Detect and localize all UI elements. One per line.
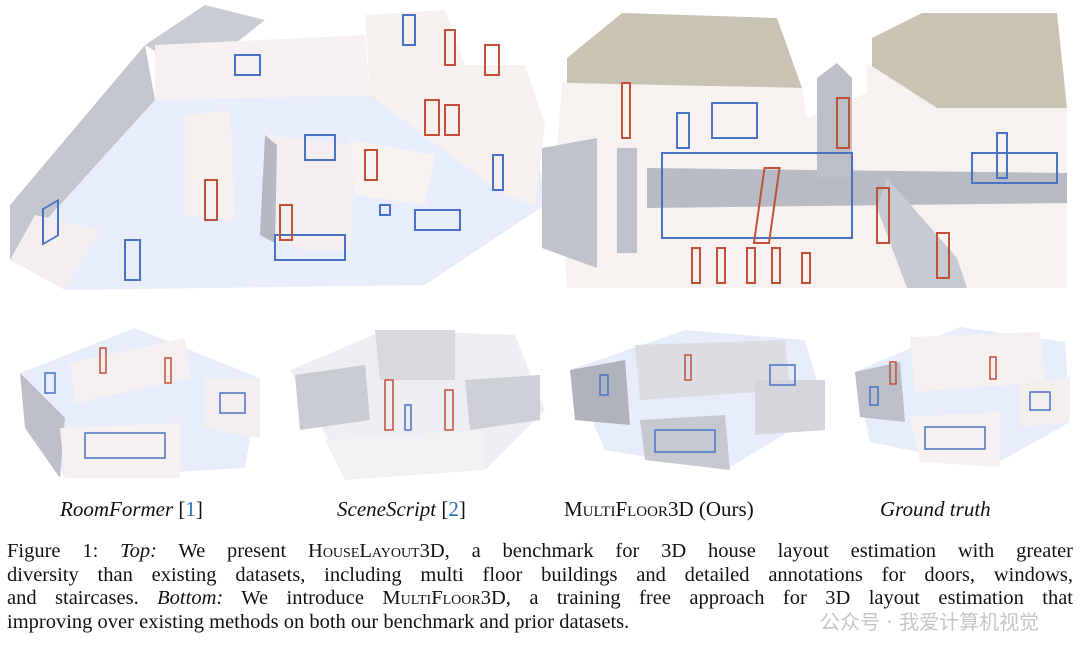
ground-truth-render [855,327,1070,467]
top-left-house-render [10,5,545,290]
citation-link[interactable]: 2 [448,497,459,521]
top-right-house-render [542,13,1067,288]
caption-line-1: Figure 1: Top: We present HouseLayout3D,… [7,540,1073,564]
multifloor3d-render [570,330,825,470]
label-ground-truth: Ground truth [880,497,991,522]
citation-link[interactable]: 1 [185,497,196,521]
method-name: SceneScript [337,497,437,521]
watermark: 公众号 · 我爱计算机视觉 [820,610,1040,634]
figure-number: Figure 1: [7,540,121,562]
caption-line-2: diversity than existing datasets, includ… [7,563,1073,586]
scenescript-render [290,330,545,480]
caption-top-label: Top: [120,540,157,562]
method-name: MultiFloor3D [382,587,506,609]
caption-text: , a training free approach for 3D layout… [505,587,1073,609]
caption-line-4: improving over existing methods on both … [7,610,630,633]
caption-text: and staircases. [7,587,158,609]
figure-caption: Figure 1: Top: We present HouseLayout3D,… [7,540,1073,634]
roomformer-render [20,328,260,478]
method-name: MultiFloor3D [564,497,694,521]
method-name: RoomFormer [60,497,174,521]
caption-text: We introduce [223,587,383,609]
caption-text: , a benchmark for 3D house layout estima… [444,540,1074,562]
label-scenescript: SceneScript [2] [337,497,466,521]
label-multifloor3d: MultiFloor3D (Ours) [564,497,754,522]
caption-bottom-label: Bottom: [157,587,224,609]
method-name: Ground truth [880,497,991,521]
benchmark-name: HouseLayout3D [308,540,445,562]
method-suffix: (Ours) [693,497,754,521]
caption-text: We present [156,540,309,562]
label-roomformer: RoomFormer [1] [60,497,203,521]
caption-line-3: and staircases. Bottom: We introduce Mul… [7,587,1073,611]
